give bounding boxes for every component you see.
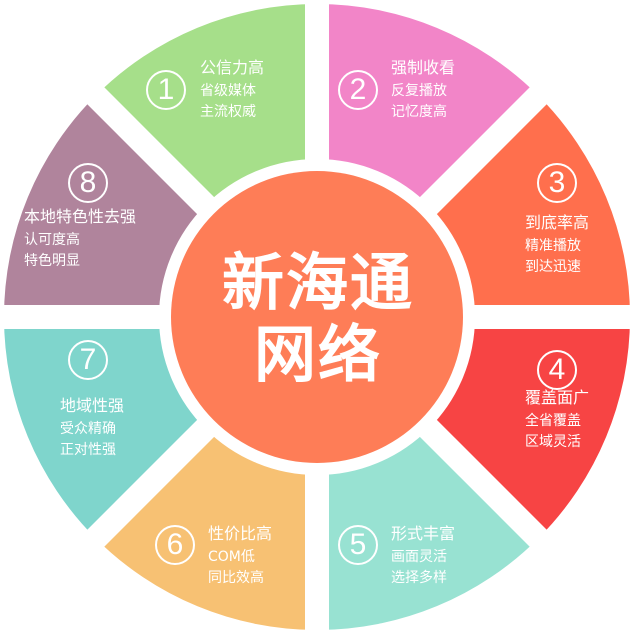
- segment-line: 全省覆盖: [525, 413, 581, 429]
- segment-title: 形式丰富: [391, 524, 456, 543]
- segment-title: 强制收看: [391, 58, 456, 77]
- segment-number-6: 6: [155, 525, 195, 565]
- segment-line: 省级媒体: [200, 83, 256, 99]
- segment-text-6: 性价比高 COM低 同比效高: [208, 524, 272, 589]
- segment-line: 同比效高: [208, 570, 264, 586]
- segment-number-1: 1: [146, 70, 186, 110]
- segment-7: [4, 317, 206, 539]
- segment-text-8: 本地特色性去强 认可度高 特色明显: [24, 207, 136, 272]
- segment-4: [428, 317, 630, 539]
- segment-line: 记忆度高: [391, 104, 447, 120]
- segment-number-3: 3: [537, 163, 577, 203]
- center-title-line2: 网络: [253, 318, 382, 391]
- segment-line: 主流权威: [200, 104, 256, 120]
- segment-line: 受众精确: [60, 421, 116, 437]
- segment-number-5: 5: [338, 525, 378, 565]
- segment-title: 到底率高: [525, 213, 590, 232]
- segment-6: [95, 428, 318, 630]
- center-title-line1: 新海通: [221, 246, 414, 319]
- segment-title: 性价比高: [208, 524, 273, 543]
- segment-line: 画面灵活: [391, 549, 447, 565]
- segment-text-4: 覆盖面广 全省覆盖 区域灵活: [525, 388, 589, 453]
- segment-title: 覆盖面广: [525, 388, 590, 407]
- segment-3: [428, 95, 630, 318]
- segment-text-3: 到底率高 精准播放 到达迅速: [525, 213, 589, 278]
- segment-line: 到达迅速: [525, 259, 581, 275]
- segment-text-1: 公信力高 省级媒体 主流权威: [200, 58, 264, 123]
- segment-line: 认可度高: [24, 232, 80, 248]
- segment-text-2: 强制收看 反复播放 记忆度高: [391, 58, 455, 123]
- segment-8: [4, 95, 206, 318]
- segment-line: 反复播放: [391, 83, 447, 99]
- segment-number-7: 7: [68, 340, 108, 380]
- segment-line: 选择多样: [391, 570, 447, 586]
- segment-title: 地域性强: [60, 396, 125, 415]
- segment-line: 区域灵活: [525, 434, 581, 450]
- segment-1: [95, 4, 318, 206]
- segment-line: 正对性强: [60, 442, 116, 458]
- center-circle: [171, 171, 463, 463]
- segment-text-5: 形式丰富 画面灵活 选择多样: [391, 524, 455, 589]
- segment-title: 本地特色性去强: [24, 207, 137, 226]
- segment-title: 公信力高: [200, 58, 265, 77]
- segment-line: 特色明显: [24, 253, 80, 269]
- segment-text-7: 地域性强 受众精确 正对性强: [60, 396, 124, 461]
- segment-line: COM低: [208, 549, 255, 565]
- segment-number-4: 4: [537, 350, 577, 390]
- segment-number-8: 8: [68, 163, 108, 203]
- segment-number-2: 2: [338, 70, 378, 110]
- segment-2: [317, 4, 539, 206]
- segment-5: [317, 428, 539, 630]
- segment-line: 精准播放: [525, 238, 581, 254]
